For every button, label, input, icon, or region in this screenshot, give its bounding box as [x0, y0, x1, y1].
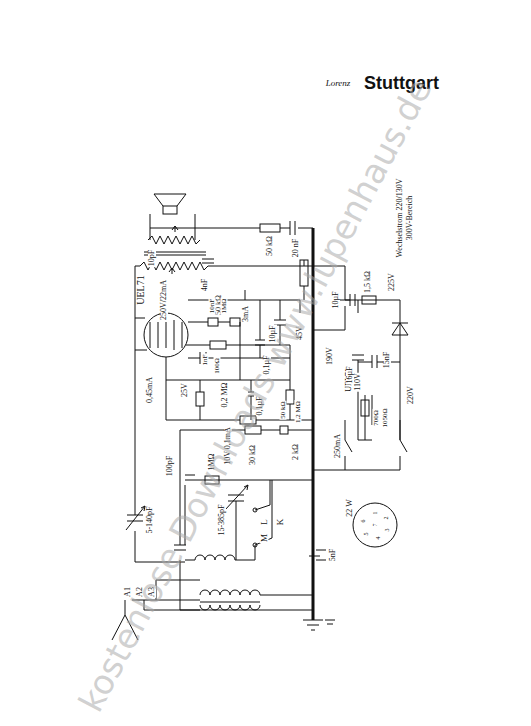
coil-wire — [260, 556, 320, 595]
pin-number: 6 — [360, 519, 366, 524]
operating-value: 250mA — [334, 433, 342, 459]
supply-note: Wechselstrom 220/130V — [396, 177, 404, 258]
pin-number: 4 — [375, 536, 381, 541]
resistor-symbol — [280, 426, 288, 434]
component-value: 50 kΩ — [266, 235, 274, 257]
component-value: 700Ω — [373, 409, 380, 427]
watermark: kostenlose Downloads www.lupenhaus.de — [73, 72, 438, 718]
resistor-symbol — [260, 224, 280, 232]
component-value: 10µF — [332, 290, 340, 309]
component-value: 30 kΩ — [249, 444, 257, 466]
band-letter: L — [260, 518, 269, 526]
component-value: 0,2 MΩ — [221, 381, 229, 408]
band-switch — [255, 480, 272, 560]
resistor-symbol — [230, 318, 240, 326]
component-value: 20 nF — [292, 238, 300, 258]
ground-symbol — [303, 620, 323, 630]
operating-value: 190V — [326, 346, 334, 366]
resistor-symbol — [196, 392, 204, 406]
pin-number: 5 — [363, 532, 369, 537]
tube-name: UEL71 — [136, 274, 146, 305]
socket-symbol — [353, 503, 397, 547]
component-value: 100pF — [166, 455, 174, 477]
component-value: 1050Ω — [382, 407, 389, 428]
component-value: 15-385pF — [218, 503, 226, 536]
operating-value: 3mA — [242, 305, 250, 323]
component-value: 10nF — [209, 298, 216, 314]
operating-value: 220V — [407, 385, 415, 405]
capacitor-symbol — [316, 550, 326, 560]
component-value: 4nF — [201, 278, 209, 292]
component-value: 1,5 kΩ — [364, 270, 372, 294]
trimmer-capacitor-symbol — [126, 506, 145, 530]
operating-value: 250V/22mA — [160, 279, 168, 321]
smoothing-wire — [313, 300, 400, 440]
operating-value: 0,45mA — [146, 376, 154, 404]
mains-switch — [313, 420, 407, 470]
component-value: 10pF — [148, 249, 156, 267]
band-letter: M — [260, 533, 269, 543]
loudspeaker-symbol — [154, 194, 186, 214]
component-value: 1nF — [202, 354, 209, 367]
pin-number: 7 — [372, 523, 378, 528]
component-value: 15nF — [383, 351, 391, 369]
switch-contact — [253, 543, 257, 547]
supply-note: 300V-Bereich — [406, 195, 414, 242]
component-value: 2 kΩ — [292, 443, 300, 461]
pin-number: 1 — [372, 511, 378, 516]
tube-wire — [135, 318, 147, 350]
band-letter: K — [276, 518, 285, 527]
component-value: 50 kΩ — [280, 400, 287, 419]
rectifier-diode — [392, 323, 408, 335]
operating-value: 25V — [181, 382, 189, 398]
resistor-symbol — [210, 341, 226, 349]
coil-symbol — [185, 555, 255, 560]
earth-terminal — [325, 620, 335, 624]
operating-value: 225V — [388, 272, 396, 292]
component-value: 100Ω — [214, 357, 221, 375]
speaker-wire — [150, 214, 313, 240]
capacitor-symbol — [290, 221, 295, 235]
component-value: 5nF — [329, 548, 337, 562]
pin-number: 3 — [384, 528, 390, 533]
antenna-coil — [200, 590, 260, 610]
operating-value: 110V — [354, 372, 362, 391]
voltage-selector — [358, 395, 372, 440]
resistor-symbol — [208, 318, 218, 326]
resistor-symbol — [362, 296, 376, 304]
resistor-symbol — [286, 390, 294, 404]
pin-number: 2 — [383, 516, 389, 521]
capacitor-symbol — [202, 259, 214, 263]
variable-capacitor-symbol — [225, 485, 248, 560]
component-value: 1,2 MΩ — [295, 400, 302, 424]
electrolytic-capacitor — [350, 294, 355, 306]
operating-value: 22 W — [346, 498, 354, 517]
maker-name: Lorenz — [325, 79, 352, 88]
component-value: 1MΩ — [221, 298, 228, 315]
resistor-symbol — [361, 400, 369, 416]
component-value: 5-140pF — [146, 505, 154, 534]
component-value: 16µF — [346, 365, 354, 384]
switch-contact — [253, 508, 257, 512]
